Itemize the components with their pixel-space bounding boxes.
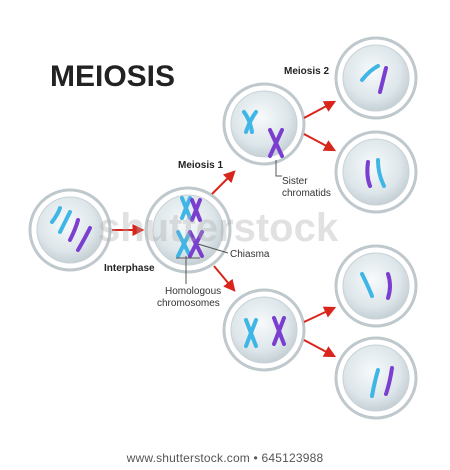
interphase-chromosomes: [50, 206, 92, 252]
cell-upper-daughter: [222, 82, 306, 166]
cell-meiosis1: [144, 186, 232, 274]
footer-bar: www.shutterstock.com • 645123988: [0, 444, 450, 470]
label-homologous-line1: Homologous: [165, 286, 221, 297]
arrow-meiosis1-to-upper: [211, 170, 236, 195]
arrow-upper-to-gamete-2: [303, 133, 337, 152]
label-sister-line1: Sister: [282, 176, 308, 187]
cell-gamete-2: [334, 130, 418, 214]
cell-interphase: [28, 188, 112, 272]
upper-daughter-chromosomes: [242, 110, 284, 158]
meiosis1-chromosomes: [176, 196, 204, 258]
arrow-lower-to-gamete-4: [303, 339, 337, 358]
sister-leader: [275, 160, 282, 177]
progression-arrows: [112, 100, 337, 358]
cell-lower-daughter: [222, 288, 306, 372]
arrow-upper-to-gamete-1: [303, 100, 337, 119]
arrow-lower-to-gamete-3: [303, 306, 337, 323]
chiasma-leader: [197, 243, 229, 254]
lower-daughter-chromosomes: [244, 316, 286, 348]
cell-gamete-3: [334, 244, 418, 328]
arrow-meiosis1-to-lower: [213, 265, 236, 292]
label-chiasma: Chiasma: [230, 249, 270, 260]
label-interphase: Interphase: [104, 263, 155, 274]
gamete-4-chromosomes: [370, 366, 394, 398]
footer-text: www.shutterstock.com • 645123988: [126, 451, 324, 465]
gamete-1-chromosomes: [360, 64, 388, 94]
diagram-title: MEIOSIS: [50, 60, 175, 93]
label-meiosis2: Meiosis 2: [284, 66, 329, 77]
gamete-2-chromosomes: [365, 158, 386, 188]
cell-gamete-1: [334, 36, 418, 120]
gamete-3-chromosomes: [360, 272, 392, 300]
callout-lines: [176, 160, 282, 284]
label-sister-line2: chromatids: [282, 188, 331, 199]
label-meiosis1: Meiosis 1: [178, 160, 223, 171]
label-homologous-line2: chromosomes: [157, 298, 220, 309]
